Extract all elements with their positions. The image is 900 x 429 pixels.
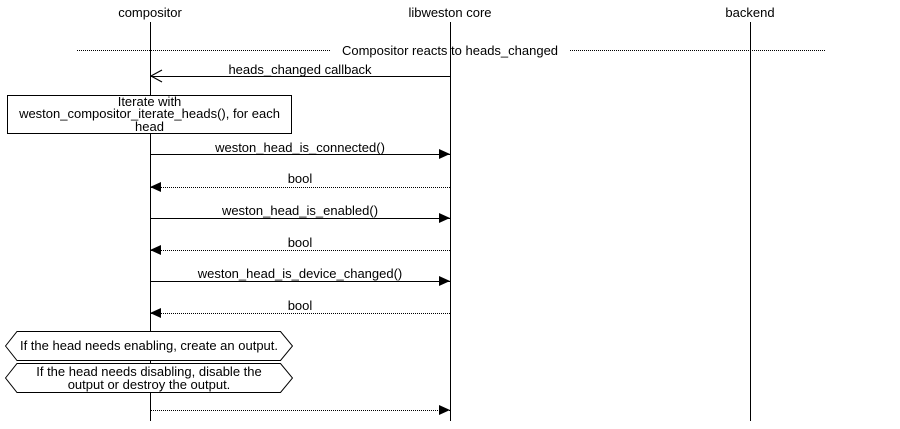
message-line-heads-changed-callback xyxy=(151,76,450,77)
filled-arrowhead-right-icon xyxy=(439,149,450,159)
message-line-final-return xyxy=(150,410,450,411)
lifeline-backend xyxy=(750,22,751,421)
divider-line-left xyxy=(77,50,330,51)
message-line-weston-head-is-connected xyxy=(150,154,450,155)
return-line-bool-3 xyxy=(150,313,450,314)
open-arrowhead-icon xyxy=(150,69,163,83)
participant-label-libweston-core: libweston core xyxy=(408,5,492,20)
hexnote-disable-output-text: If the head needs disabling, disable the… xyxy=(36,363,262,392)
filled-arrowhead-left-icon xyxy=(150,245,161,255)
lifeline-compositor xyxy=(150,22,151,421)
message-label-weston-head-is-device-changed: weston_head_is_device_changed() xyxy=(197,266,403,281)
filled-arrowhead-right-icon xyxy=(439,405,450,415)
divider-line-right xyxy=(570,50,825,51)
hexnote-enable-output: If the head needs enabling, create an ou… xyxy=(5,331,293,361)
return-line-bool-1 xyxy=(150,187,450,188)
note-iterate-heads-text: Iterate with weston_compositor_iterate_h… xyxy=(19,93,280,134)
message-label-weston-head-is-connected: weston_head_is_connected() xyxy=(215,140,385,155)
hexnote-shape xyxy=(5,331,293,361)
hexnote-shape xyxy=(5,363,293,393)
filled-arrowhead-left-icon xyxy=(150,182,161,192)
divider-label: Compositor reacts to heads_changed xyxy=(341,43,559,58)
message-label-weston-head-is-enabled: weston_head_is_enabled() xyxy=(221,203,379,218)
return-label-bool-1: bool xyxy=(287,171,313,186)
return-label-bool-2: bool xyxy=(287,235,313,250)
message-line-weston-head-is-device-changed xyxy=(150,281,450,282)
filled-arrowhead-left-icon xyxy=(150,308,161,318)
filled-arrowhead-right-icon xyxy=(439,213,450,223)
participant-label-compositor: compositor xyxy=(118,5,182,20)
return-line-bool-2 xyxy=(150,250,450,251)
lifeline-libweston-core xyxy=(450,22,451,421)
participant-label-backend: backend xyxy=(725,5,775,20)
filled-arrowhead-right-icon xyxy=(439,276,450,286)
hexnote-enable-output-text: If the head needs enabling, create an ou… xyxy=(19,338,279,354)
note-iterate-heads: Iterate with weston_compositor_iterate_h… xyxy=(7,95,292,134)
message-line-weston-head-is-enabled xyxy=(150,218,450,219)
return-label-bool-3: bool xyxy=(287,298,313,313)
hexnote-disable-output: If the head needs disabling, disable the… xyxy=(5,363,293,393)
message-label-heads-changed-callback: heads_changed callback xyxy=(228,62,372,77)
